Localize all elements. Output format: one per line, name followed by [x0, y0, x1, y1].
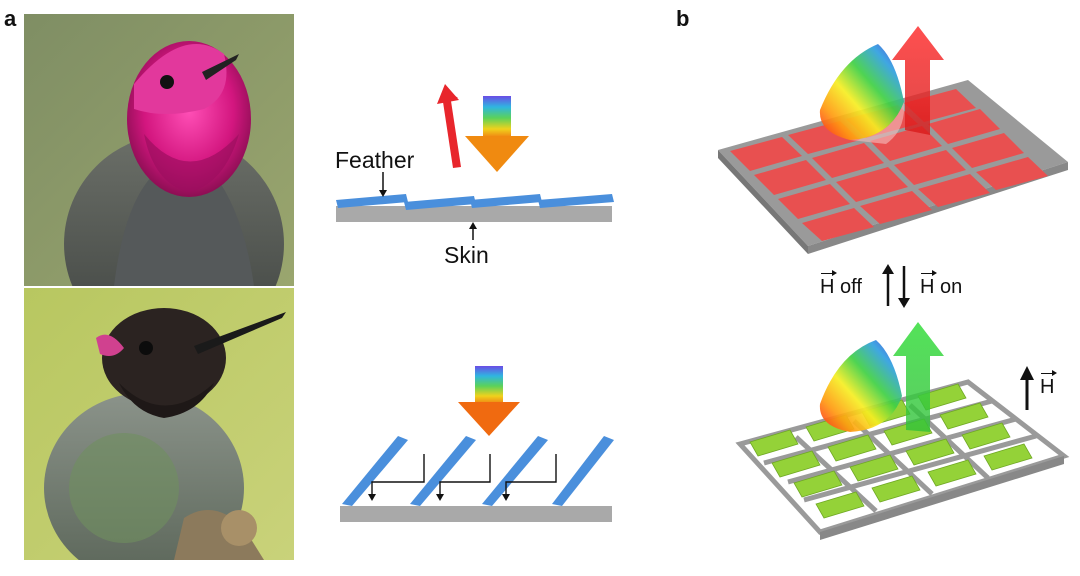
hummingbird-photo-bottom [24, 288, 294, 560]
reflection-cone-top [819, 44, 905, 144]
reflected-red-arrow [437, 84, 461, 168]
panel-label-b: b [676, 6, 690, 31]
incident-light-arrow-bottom [458, 366, 520, 436]
incident-light-arrow [465, 96, 529, 172]
skin-label: Skin [444, 242, 489, 268]
hummingbird-photo-top [24, 14, 294, 286]
skin-layer-bottom [340, 506, 612, 522]
h-on-label: H on [920, 270, 963, 298]
h-off-label: H off [820, 270, 862, 298]
scattered-light-paths [371, 454, 557, 496]
reflected-green-arrow [893, 322, 944, 432]
panel-label-a: a [4, 6, 17, 31]
reflection-cone-bottom [819, 340, 902, 432]
feather-strips-flat [336, 194, 614, 210]
feather-diagram-bottom [320, 356, 630, 536]
h-field-label: H [1040, 370, 1059, 398]
reflected-red-arrow-b [892, 26, 944, 135]
feather-label: Feather [335, 147, 415, 173]
device-flat-state [700, 20, 1080, 260]
feather-strips-tilted [342, 436, 614, 506]
skin-layer [336, 206, 612, 222]
magnetic-field-arrow-icon [1020, 366, 1034, 412]
feather-diagram-top [320, 80, 630, 240]
green-tile-array [749, 383, 1033, 519]
device-tilted-state [720, 318, 1080, 576]
switch-arrows-icon [878, 262, 914, 310]
